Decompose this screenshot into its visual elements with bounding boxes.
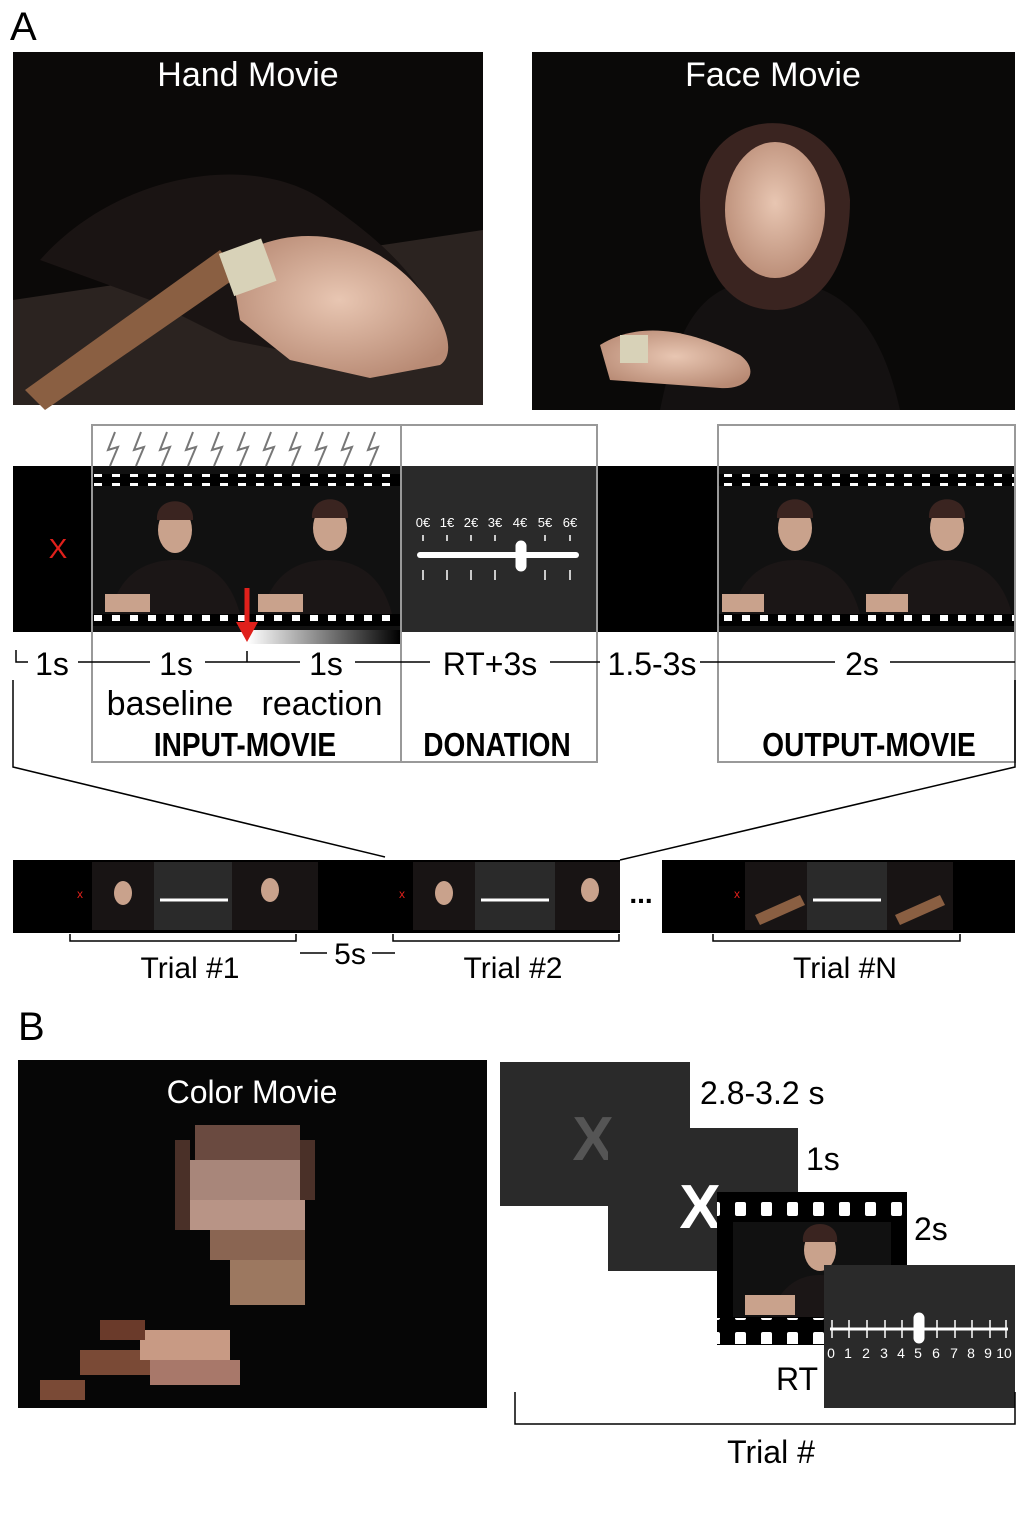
baseline-duration: 1s (159, 646, 193, 682)
shock-icons (106, 431, 380, 467)
euro-tick-label: 2€ (464, 515, 479, 530)
trial-1-thumbnail: x (13, 860, 318, 933)
trial-bracket-b (514, 1392, 1016, 1425)
face-movie-still: Face Movie (532, 52, 1015, 410)
svg-text:x: x (734, 887, 740, 901)
output-movie-frame (717, 424, 1016, 763)
donation-slider (417, 535, 579, 580)
euro-tick-label: 0€ (416, 515, 431, 530)
rating-tick-label: 6 (932, 1345, 940, 1361)
euro-scale-labels: 0€ 1€ 2€ 3€ 4€ 5€ 6€ (416, 515, 578, 530)
rating-tick-label: 8 (967, 1345, 975, 1361)
trial-1-label: Trial #1 (141, 952, 240, 985)
euro-tick-label: 4€ (513, 515, 528, 530)
jitter-duration: 1.5-3s (608, 646, 697, 682)
hand-movie-still: Hand Movie (13, 52, 483, 410)
donation-duration: RT+3s (443, 646, 538, 682)
reaction-fade-bar (248, 630, 400, 644)
trial-sequence: x x x ... (13, 860, 1015, 933)
rating-tick-label: 1 (844, 1345, 852, 1361)
cue-duration-b: 1s (806, 1141, 840, 1177)
reaction-duration: 1s (309, 646, 343, 682)
donation-label: DONATION (423, 727, 570, 764)
svg-text:x: x (77, 887, 83, 901)
euro-tick-label: 5€ (538, 515, 553, 530)
fixation-duration-b: 2.8-3.2 s (700, 1075, 825, 1111)
rating-rt-label: RT (776, 1361, 818, 1397)
euro-tick-label: 1€ (440, 515, 455, 530)
fixation-mark-gray: X (572, 1105, 613, 1174)
euro-tick-label: 6€ (563, 515, 578, 530)
rating-slider (830, 1312, 1008, 1344)
movie-duration-b: 2s (914, 1211, 948, 1247)
timeline-strip: X 0€ 1€ 2€ 3€ 4€ 5€ 6€ (13, 466, 1015, 632)
reaction-label: reaction (262, 685, 383, 723)
svg-text:x: x (399, 887, 405, 901)
rating-tick-label: 4 (897, 1345, 905, 1361)
color-movie-title: Color Movie (167, 1074, 338, 1110)
fixation-mark-white: X (679, 1173, 720, 1242)
rating-tick-label: 10 (996, 1345, 1012, 1361)
iti-label: 5s (334, 938, 366, 971)
trial-n-thumbnail: x (662, 860, 1015, 933)
input-movie-frame-2 (258, 499, 392, 614)
timeline-axis (15, 650, 1015, 663)
panel-b-label: B (18, 1005, 45, 1049)
rating-scale-labels: 0 1 2 3 4 5 6 7 8 9 10 (827, 1345, 1012, 1361)
panel-a-label: A (10, 5, 37, 49)
rating-tick-label: 7 (950, 1345, 958, 1361)
rating-tick-label: 5 (914, 1345, 922, 1361)
euro-tick-label: 3€ (488, 515, 503, 530)
trial-ellipsis: ... (629, 878, 652, 909)
rating-tick-label: 3 (880, 1345, 888, 1361)
face-movie-title: Face Movie (685, 56, 861, 94)
trial-screens-stack: X X (500, 1062, 1015, 1408)
trial-2-thumbnail: x (318, 860, 620, 933)
trial-n-label: Trial #N (793, 952, 897, 985)
rating-tick-label: 9 (984, 1345, 992, 1361)
zoom-lines (12, 680, 1016, 861)
shock-onset-arrow (236, 588, 258, 642)
output-movie-label: OUTPUT-MOVIE (762, 727, 975, 764)
trial-label-b: Trial # (727, 1434, 815, 1470)
output-movie-frame-1 (722, 499, 860, 614)
output-movie-frame-2 (866, 499, 1012, 614)
fixation-duration: 1s (35, 646, 69, 682)
input-movie-frame-1 (105, 501, 240, 614)
output-duration: 2s (845, 646, 879, 682)
fixation-cross: X (49, 533, 68, 564)
color-movie-still: Color Movie (18, 1060, 487, 1408)
input-movie-label: INPUT-MOVIE (154, 727, 336, 764)
trial-2-label: Trial #2 (464, 952, 563, 985)
rating-tick-label: 2 (862, 1345, 870, 1361)
trial-brackets (69, 934, 961, 954)
donation-frame (400, 424, 598, 763)
baseline-label: baseline (107, 685, 234, 723)
hand-movie-title: Hand Movie (157, 56, 338, 94)
rating-tick-label: 0 (827, 1345, 835, 1361)
